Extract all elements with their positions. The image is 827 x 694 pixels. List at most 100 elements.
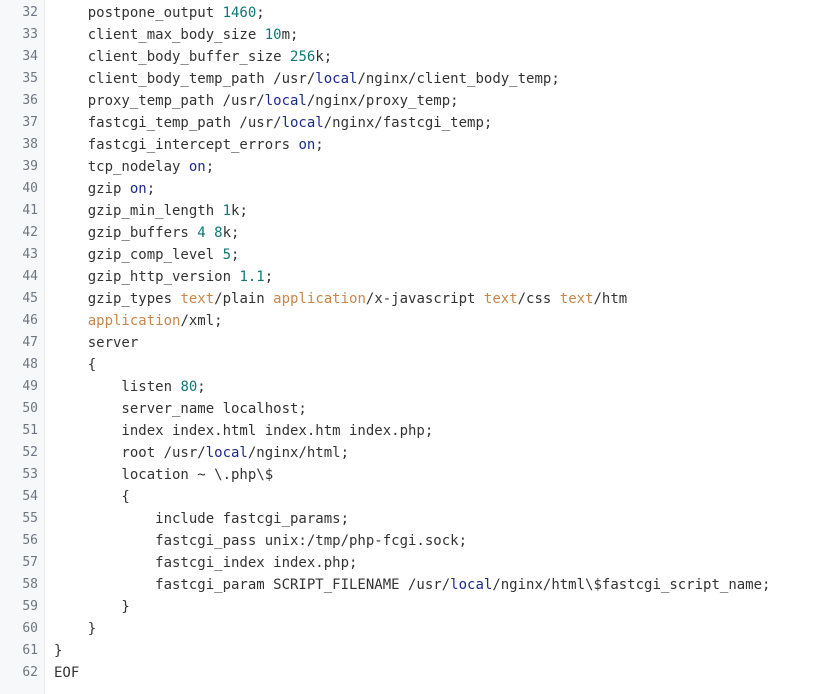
code-text: server	[54, 332, 139, 354]
token	[54, 313, 88, 329]
code-line: 37 fastcgi_temp_path /usr/local/nginx/fa…	[0, 112, 827, 134]
code-text: fastcgi_param SCRIPT_FILENAME /usr/local…	[54, 574, 770, 596]
line-number: 33	[22, 27, 38, 42]
line-number: 34	[22, 49, 38, 64]
token-kw: on	[188, 159, 206, 175]
line-number: 51	[22, 423, 38, 438]
token: client_max_body_size	[54, 27, 265, 43]
code-line: 39 tcp_nodelay on;	[0, 156, 827, 178]
token: /nginx/html;	[247, 445, 350, 461]
code-text: gzip_min_length 1k;	[54, 200, 248, 222]
code-text: {	[54, 354, 96, 376]
line-number: 47	[22, 335, 38, 350]
token: /htm	[593, 291, 628, 307]
token: ;	[315, 137, 324, 153]
line-number: 39	[22, 159, 38, 174]
token-num: 5	[222, 247, 232, 263]
token: EOF	[54, 665, 80, 681]
token: /xml;	[180, 313, 223, 329]
code-text: client_body_buffer_size 256k;	[54, 46, 332, 68]
token: gzip_http_version	[54, 269, 240, 285]
token: ;	[231, 247, 240, 263]
line-number: 61	[22, 643, 38, 658]
code-text: include fastcgi_params;	[54, 508, 349, 530]
token-kw: local	[450, 577, 493, 593]
token: fastcgi_temp_path /usr/	[54, 115, 282, 131]
code-text: tcp_nodelay on;	[54, 156, 214, 178]
token-str: application	[87, 313, 181, 329]
token-num: 1460	[222, 5, 257, 21]
token-kw: local	[281, 115, 324, 131]
code-line: 58 fastcgi_param SCRIPT_FILENAME /usr/lo…	[0, 574, 827, 596]
code-text: gzip_comp_level 5;	[54, 244, 240, 266]
code-text: gzip on;	[54, 178, 155, 200]
token-str: application	[273, 291, 366, 307]
token: /nginx/html\$fastcgi_script_name;	[492, 577, 771, 593]
token: fastcgi_param SCRIPT_FILENAME /usr/	[54, 577, 451, 593]
code-line: 44 gzip_http_version 1.1;	[0, 266, 827, 288]
code-text: listen 80;	[54, 376, 205, 398]
code-line: 61}	[0, 640, 827, 662]
token: listen	[54, 379, 181, 395]
token: server_name localhost;	[54, 401, 307, 417]
line-number: 40	[22, 181, 38, 196]
code-line: 51 index index.html index.htm index.php;	[0, 420, 827, 442]
token: {	[54, 357, 97, 373]
code-text: fastcgi_temp_path /usr/local/nginx/fastc…	[54, 112, 493, 134]
token-num: 4	[197, 225, 206, 241]
code-line: 34 client_body_buffer_size 256k;	[0, 46, 827, 68]
code-text: EOF	[54, 662, 79, 684]
code-line: 59 }	[0, 596, 827, 618]
code-text: index index.html index.htm index.php;	[54, 420, 433, 442]
token: gzip_comp_level	[54, 247, 223, 263]
line-number: 57	[22, 555, 38, 570]
code-text: fastcgi_intercept_errors on;	[54, 134, 324, 156]
line-number: 38	[22, 137, 38, 152]
token-str: text	[180, 291, 215, 307]
code-text: gzip_types text/plain application/x-java…	[54, 288, 628, 310]
code-line: 57 fastcgi_index index.php;	[0, 552, 827, 574]
code-line: 60 }	[0, 618, 827, 640]
token: tcp_nodelay	[54, 159, 189, 175]
code-line: 56 fastcgi_pass unix:/tmp/php-fcgi.sock;	[0, 530, 827, 552]
token: /plain	[214, 291, 274, 307]
code-line: 50 server_name localhost;	[0, 398, 827, 420]
code-text: root /usr/local/nginx/html;	[54, 442, 349, 464]
token: /nginx/fastcgi_temp;	[323, 115, 493, 131]
token-num: 80	[180, 379, 198, 395]
token: ;	[264, 269, 274, 285]
line-number: 46	[22, 313, 38, 328]
token: root /usr/	[54, 445, 206, 461]
code-line: 47 server	[0, 332, 827, 354]
code-line: 36 proxy_temp_path /usr/local/nginx/prox…	[0, 90, 827, 112]
token-kw: local	[315, 71, 358, 87]
token-num: 8	[214, 225, 223, 241]
token: postpone_output	[54, 5, 223, 21]
token: client_body_temp_path /usr/	[54, 71, 316, 87]
code-line: 33 client_max_body_size 10m;	[0, 24, 827, 46]
code-text: postpone_output 1460;	[54, 2, 265, 24]
line-number: 42	[22, 225, 38, 240]
code-line: 42 gzip_buffers 4 8k;	[0, 222, 827, 244]
token: /nginx/client_body_temp;	[357, 71, 560, 87]
token: }	[54, 621, 97, 637]
line-number: 44	[22, 269, 38, 284]
token-kw: local	[205, 445, 248, 461]
code-text: {	[54, 486, 129, 508]
token: m;	[281, 27, 299, 43]
token: k;	[315, 49, 333, 65]
line-number: 49	[22, 379, 38, 394]
code-line: 43 gzip_comp_level 5;	[0, 244, 827, 266]
token: k;	[222, 225, 240, 241]
code-line: 35 client_body_temp_path /usr/local/ngin…	[0, 68, 827, 90]
code-text: }	[54, 596, 129, 618]
line-number: 48	[22, 357, 38, 372]
token: gzip_types	[54, 291, 181, 307]
token: k;	[231, 203, 248, 219]
line-number: 60	[22, 621, 38, 636]
code-line: 52 root /usr/local/nginx/html;	[0, 442, 827, 464]
token-num: 10	[264, 27, 282, 43]
token: fastcgi_pass unix:/tmp/php-fcgi.sock;	[54, 533, 468, 549]
